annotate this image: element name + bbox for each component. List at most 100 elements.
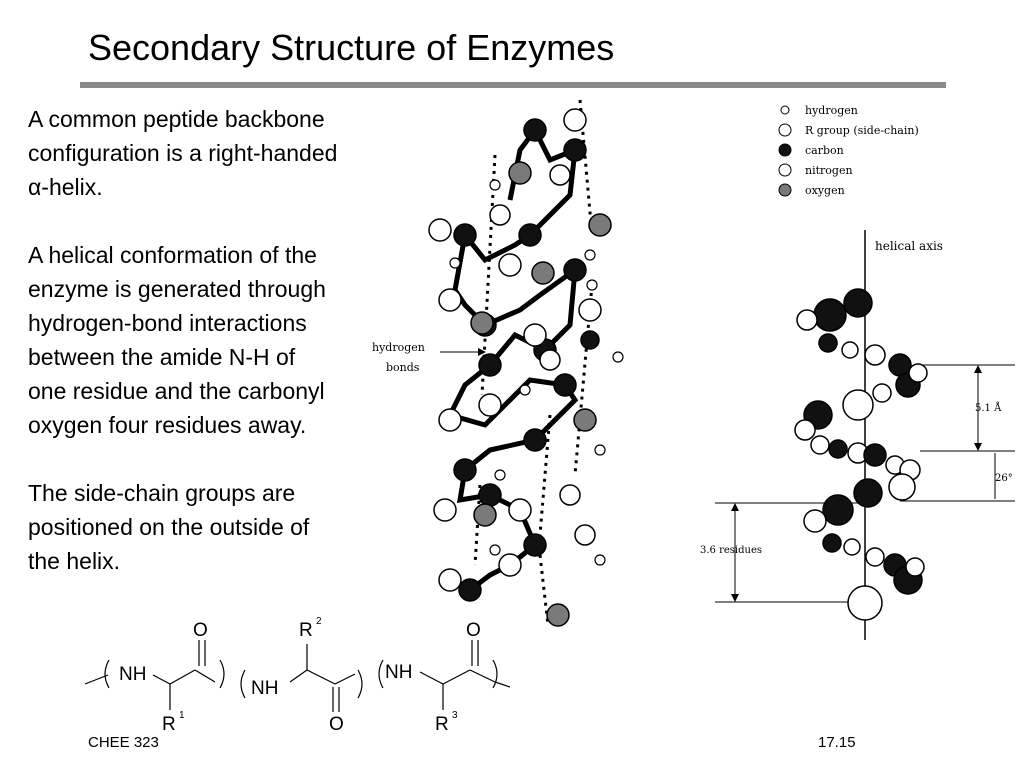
pitch-arrow (974, 365, 982, 373)
amine-label: NH (119, 664, 146, 685)
side-chain-label: R (299, 620, 313, 641)
hydrogen-atom (489, 544, 501, 556)
carbonyl-oxygen-label: O (193, 620, 208, 641)
paragraph-line: oxygen four residues away. (28, 412, 307, 438)
bond-line (469, 669, 496, 683)
title-divider (80, 82, 946, 88)
carbon-atom (523, 428, 547, 452)
ball-and-stick-helix: hydrogen bonds (372, 99, 624, 627)
carbon-atom (553, 373, 577, 397)
oxygen-atom (546, 603, 570, 627)
carbon-atom (478, 353, 502, 377)
carbon-atom (580, 330, 600, 350)
oxygen-atom (508, 161, 532, 185)
paragraph-line: enzyme is generated through (28, 276, 326, 302)
hydrogen-atom (489, 179, 501, 191)
paren-open (104, 659, 110, 689)
nitrogen-atom (508, 498, 532, 522)
hydrogen-atom (494, 469, 506, 481)
side-chain-index: 2 (316, 616, 322, 627)
paragraph-hydrogen-bonds: A helical conformation of the enzyme is … (28, 238, 428, 442)
r-group-atom (888, 473, 916, 501)
hydrogen-atom (586, 279, 598, 291)
carbonyl-oxygen-label: O (466, 620, 481, 641)
paragraph-line: hydrogen-bond interactions (28, 310, 307, 336)
oxygen-atom (573, 408, 597, 432)
space-filling-helix: helical axis 5.1 Å 26° 3.6 residues (700, 230, 1015, 640)
bond-line (194, 669, 216, 683)
carbon-atom (453, 223, 477, 247)
footer-page-number: 17.15 (818, 734, 856, 751)
r-group-atom (803, 509, 827, 533)
angle-label: 26° (995, 473, 1013, 484)
slide-title: Secondary Structure of Enzymes (88, 27, 615, 68)
side-chain-index: 1 (179, 710, 185, 721)
paren-open (240, 669, 246, 699)
hydrogen-atom (612, 351, 624, 363)
hydrogen-bonds-label: hydrogen (372, 341, 425, 354)
paragraph-alpha-helix: A common peptide backbone configuration … (28, 102, 428, 204)
carbon-atom (822, 494, 854, 526)
bond-line (152, 674, 171, 685)
oxygen-atom (470, 311, 494, 335)
carbon-atom (518, 223, 542, 247)
nitrogen-atom (478, 393, 502, 417)
nitrogen-atom (438, 288, 462, 312)
carbon-atom (563, 138, 587, 162)
bond-line (289, 669, 308, 683)
oxygen-legend-icon (778, 183, 792, 197)
r-group-atom (574, 524, 596, 546)
bond-line (306, 669, 336, 685)
residues-arrow (731, 503, 739, 511)
nitrogen-atom (523, 323, 547, 347)
amine-label: NH (251, 678, 278, 699)
r-group-atom (549, 164, 571, 186)
r-group-atom (559, 484, 581, 506)
legend-hydrogen: hydrogen (805, 104, 858, 117)
amine-label: NH (385, 662, 412, 683)
carbon-atom (843, 288, 873, 318)
r-group-atom (794, 419, 816, 441)
nitrogen-atom (872, 383, 892, 403)
carbon-atom (523, 533, 547, 557)
r-group-atom (433, 498, 457, 522)
r-group-atom (438, 568, 462, 592)
nitrogen-atom (498, 253, 522, 277)
legend-nitrogen: nitrogen (805, 164, 853, 177)
paragraph-line: α-helix. (28, 174, 103, 200)
paren-open (378, 659, 384, 689)
hydrogen-bonds-arrow (478, 348, 486, 356)
carbon-atom (828, 439, 848, 459)
paragraph-line: the helix. (28, 548, 121, 574)
paragraph-line: A common peptide backbone (28, 106, 325, 132)
nitrogen-atom (841, 341, 859, 359)
carbon-atom (813, 298, 847, 332)
bond-line (84, 674, 109, 685)
paren-close (492, 659, 498, 689)
peptide-structure: NH NH NH O O O R 1 R 2 R 3 (84, 616, 511, 735)
bond-line (494, 681, 511, 688)
pitch-arrow (974, 443, 982, 451)
bond-line (419, 671, 444, 685)
hydrogen-atom (594, 444, 606, 456)
backbone-bond (446, 128, 579, 592)
nitrogen-atom (810, 435, 830, 455)
legend-oxygen: oxygen (805, 184, 845, 197)
carbon-atom (453, 458, 477, 482)
r-group-atom (578, 298, 602, 322)
paragraph-line: one residue and the carbonyl (28, 378, 325, 404)
carbon-atom (818, 333, 838, 353)
hydrogen-atom (908, 363, 928, 383)
paragraph-line: A helical conformation of the (28, 242, 317, 268)
carbon-atom (863, 443, 887, 467)
legend-carbon: carbon (805, 144, 844, 157)
hydrogen-atom (519, 384, 531, 396)
nitrogen-atom (864, 344, 886, 366)
r-group-atom (796, 309, 818, 331)
footer-course-code: CHEE 323 (88, 734, 159, 751)
residues-label: 3.6 residues (700, 545, 762, 556)
carbon-atom (458, 578, 482, 602)
bond-line (334, 673, 356, 685)
oxygen-atom (473, 503, 497, 527)
hydrogen-atom (584, 249, 596, 261)
